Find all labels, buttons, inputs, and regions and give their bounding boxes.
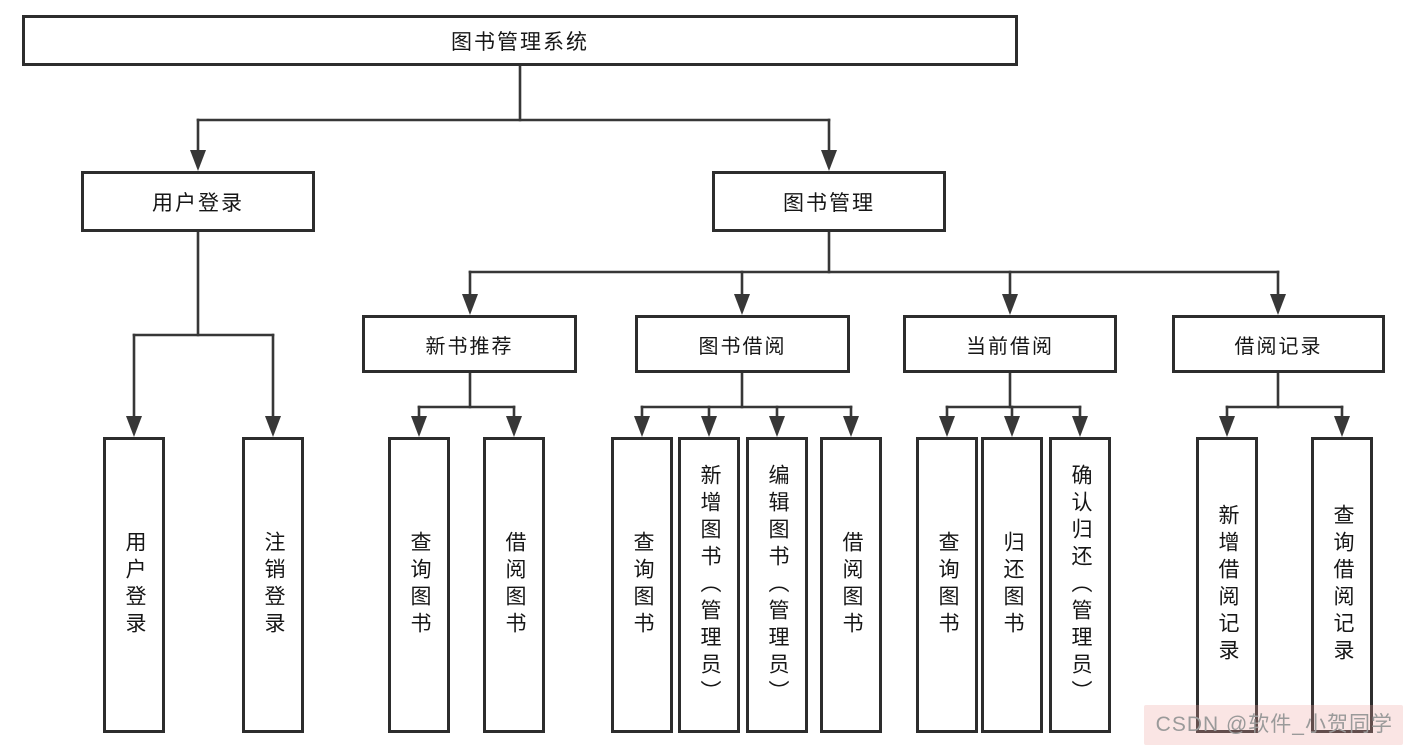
node-label: 图书管理 <box>783 191 875 215</box>
node-book-management: 图书管理 <box>712 171 946 232</box>
node-label: 用户登录 <box>152 191 244 215</box>
node-book-borrow: 图书借阅 <box>635 315 850 373</box>
node-label: 编辑图书（管理员） <box>766 463 789 707</box>
node-label: 借阅记录 <box>1234 335 1323 358</box>
node-label: 借阅图书 <box>840 531 863 639</box>
node-label: 图书借阅 <box>698 335 787 358</box>
node-label: 查询图书 <box>936 531 959 639</box>
node-return-books: 归还图书 <box>981 437 1043 733</box>
node-library-management-system: 图书管理系统 <box>22 15 1018 66</box>
node-label: 新书推荐 <box>425 335 514 358</box>
node-add-books-admin: 新增图书（管理员） <box>678 437 740 733</box>
node-label: 归还图书 <box>1001 531 1024 639</box>
node-logout: 注销登录 <box>242 437 304 733</box>
node-label: 新增借阅记录 <box>1216 504 1239 666</box>
node-label: 注销登录 <box>262 531 285 639</box>
node-query-borrow-record: 查询借阅记录 <box>1311 437 1373 733</box>
node-query-books-borrow: 查询图书 <box>611 437 673 733</box>
node-label: 确认归还（管理员） <box>1069 463 1092 707</box>
node-edit-books-admin: 编辑图书（管理员） <box>746 437 808 733</box>
node-label: 查询图书 <box>408 531 431 639</box>
node-label: 图书管理系统 <box>451 30 589 54</box>
node-label: 查询借阅记录 <box>1331 504 1354 666</box>
csdn-watermark: CSDN @软件_小贺同学 <box>1143 705 1403 745</box>
node-add-borrow-record: 新增借阅记录 <box>1196 437 1258 733</box>
node-query-books-current: 查询图书 <box>916 437 978 733</box>
node-confirm-return-admin: 确认归还（管理员） <box>1049 437 1111 733</box>
node-new-book-recommend: 新书推荐 <box>362 315 577 373</box>
node-borrow-books-recommend: 借阅图书 <box>483 437 545 733</box>
node-label: 查询图书 <box>631 531 654 639</box>
node-user-login: 用户登录 <box>81 171 315 232</box>
node-label: 用户登录 <box>123 531 146 639</box>
node-label: 借阅图书 <box>503 531 526 639</box>
node-label: 当前借阅 <box>966 335 1054 358</box>
node-borrow-records: 借阅记录 <box>1172 315 1385 373</box>
node-query-books-recommend: 查询图书 <box>388 437 450 733</box>
node-user-login-leaf: 用户登录 <box>103 437 165 733</box>
node-borrow-books: 借阅图书 <box>820 437 882 733</box>
node-label: 新增图书（管理员） <box>698 463 721 707</box>
node-current-borrow: 当前借阅 <box>903 315 1117 373</box>
